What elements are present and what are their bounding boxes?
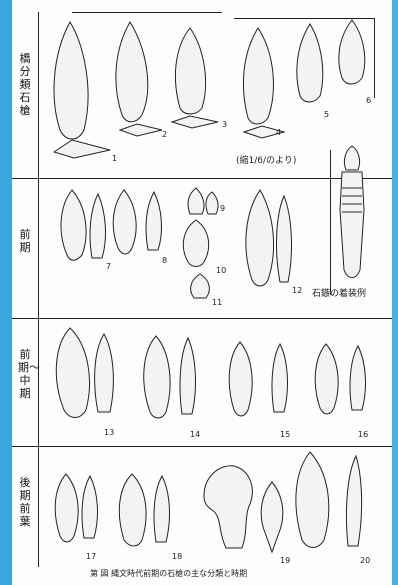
section-divider-1 [12,178,392,179]
section-label-classification: 橋分類 石槍 [19,52,34,117]
figure-number: 6 [366,96,372,105]
figure-number: 11 [212,298,223,307]
section-label-late-early: 後期前葉 [19,476,31,528]
spearpoint-drawing-17 [54,473,98,543]
blue-frame-right [392,0,398,585]
figure-footer-caption: 第 図 縄文時代前期の石槍の主な分類と時期 [90,569,248,578]
spearpoint-drawing-3 [170,27,219,129]
spearpoint-drawing-14 [143,335,196,419]
spearpoint-drawing-19 [203,465,284,554]
blue-frame-left [0,0,12,585]
left-column-divider [38,12,39,567]
section-divider-3 [12,446,392,447]
section-divider-2 [12,318,392,319]
spearpoint-drawing-16 [314,343,366,415]
figure-number: 15 [280,430,291,439]
artifact-drawings [52,19,366,554]
figure-number: 19 [280,556,291,565]
spearpoint-drawing-12 [245,189,292,287]
figure-number: 2 [162,130,168,139]
spearpoint-drawing-5 [296,23,324,103]
right-box-line [374,18,375,98]
spearpoint-drawing-18 [118,473,170,547]
section-label-early: 前期 [19,228,31,254]
figure-number: 20 [360,556,371,565]
spearpoint-drawing-2 [115,21,163,137]
figure-number: 7 [106,262,112,271]
spearpoint-drawing-7 [60,189,106,261]
figure-number: 10 [216,266,227,275]
figure-number: 3 [222,120,228,129]
spearpoint-drawing-1 [52,20,111,159]
hafted-box-line [330,150,331,295]
figure-number: 9 [220,204,226,213]
figure-number: 8 [162,256,168,265]
spearpoint-drawing-8 [112,189,162,255]
hafted-spearpoint-drawing [339,145,365,278]
hafted-example-caption: 石鏃の着装例 [312,289,367,299]
document-page: 橋分類 石槍 前期 前期〜中期 後期前葉 [12,0,392,585]
spearpoint-drawing-13 [55,327,114,418]
spearpoint-drawing-6 [338,19,366,85]
spearpoint-drawing-20 [295,451,363,548]
top-rule [72,12,222,13]
figure-number: 18 [172,552,183,561]
figure-number: 17 [86,552,97,561]
spearpoint-drawing-15 [228,341,288,417]
figure-number: 12 [292,286,303,295]
figure-number: 16 [358,430,369,439]
figure-number: 13 [104,428,115,437]
figure-number: 1 [112,154,118,163]
spearpoint-drawing-11 [190,273,210,299]
reference-caption: (縮1/6/のより) [236,156,297,166]
figure-number: 5 [324,110,330,119]
spearpoint-drawing-10 [182,219,210,267]
top-rule-right [234,18,374,19]
spearpoint-drawing-4 [242,27,286,139]
figure-number: 14 [190,430,201,439]
figure-number: 4 [276,128,282,137]
spearpoint-drawing-9 [187,187,219,215]
